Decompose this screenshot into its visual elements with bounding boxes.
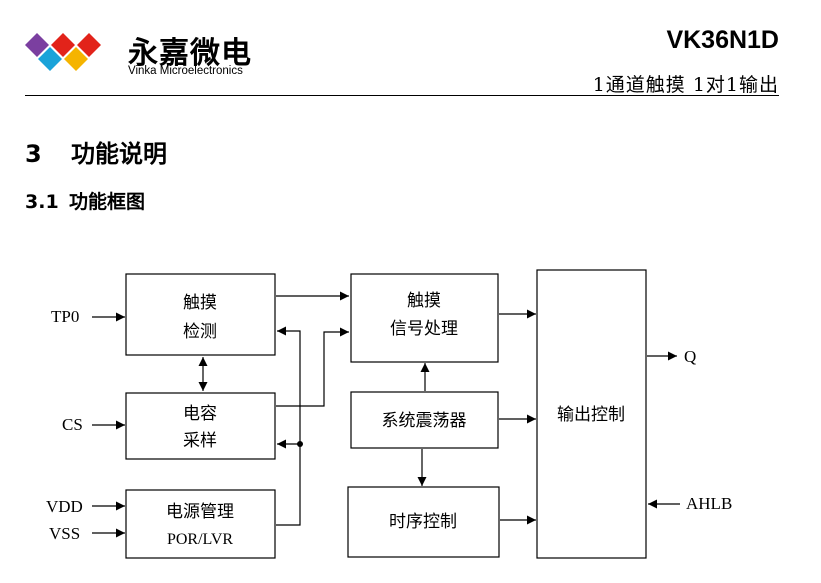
header-divider: [25, 95, 779, 96]
pin-ahlb: AHLB: [686, 494, 732, 513]
touch-detect-label-1: 触摸: [183, 293, 217, 313]
vinka-logo-icon: [25, 33, 101, 71]
touch-signal-label-2: 信号处理: [390, 319, 458, 339]
part-number: VK36N1D: [666, 26, 779, 54]
cap-sample-block: [125, 392, 276, 460]
timing-block: [347, 486, 500, 558]
cap-sample-label-2: 采样: [183, 431, 217, 451]
power-mgmt-block: [125, 489, 276, 559]
brand-name-en: Vinka Microelectronics: [128, 65, 243, 77]
pin-q: Q: [684, 347, 696, 366]
oscillator-block: [350, 391, 499, 449]
subsection-title: 功能框图: [69, 191, 146, 213]
oscillator-label: 系统震荡器: [382, 411, 467, 431]
touch-signal-label-1: 触摸: [407, 291, 441, 311]
power-mgmt-label-1: 电源管理: [166, 502, 234, 522]
touch-detect-block: [125, 273, 276, 356]
section-title: 功能说明: [71, 140, 167, 168]
power-mgmt-label-2: POR/LVR: [167, 531, 233, 548]
document-subtitle: 1通道触摸 1对1输出: [592, 74, 779, 96]
timing-label: 时序控制: [389, 512, 457, 532]
subsection-number: 3.1: [25, 191, 59, 213]
power-feedback-line: [276, 326, 301, 526]
touch-signal-block: [350, 273, 499, 363]
sample-to-signal-line: [276, 327, 349, 407]
page-header: 永嘉微电 Vinka Microelectronics VK36N1D 1通道触…: [0, 0, 821, 100]
section-number: 3: [25, 140, 42, 168]
output-ctrl-block: [536, 269, 647, 559]
pin-tp0: TP0: [51, 307, 79, 326]
section-heading: 3 功能说明: [25, 134, 167, 169]
output-ctrl-label: 输出控制: [557, 405, 625, 425]
pin-cs: CS: [62, 415, 83, 434]
pin-vss: VSS: [49, 524, 80, 543]
brand-name-cn: 永嘉微电: [128, 36, 252, 71]
cap-sample-label-1: 电容: [183, 404, 217, 424]
pin-vdd: VDD: [46, 497, 83, 516]
subsection-heading: 3.1 功能框图: [25, 187, 145, 214]
junction-dot: [297, 441, 303, 447]
touch-detect-label-2: 检测: [183, 322, 217, 342]
